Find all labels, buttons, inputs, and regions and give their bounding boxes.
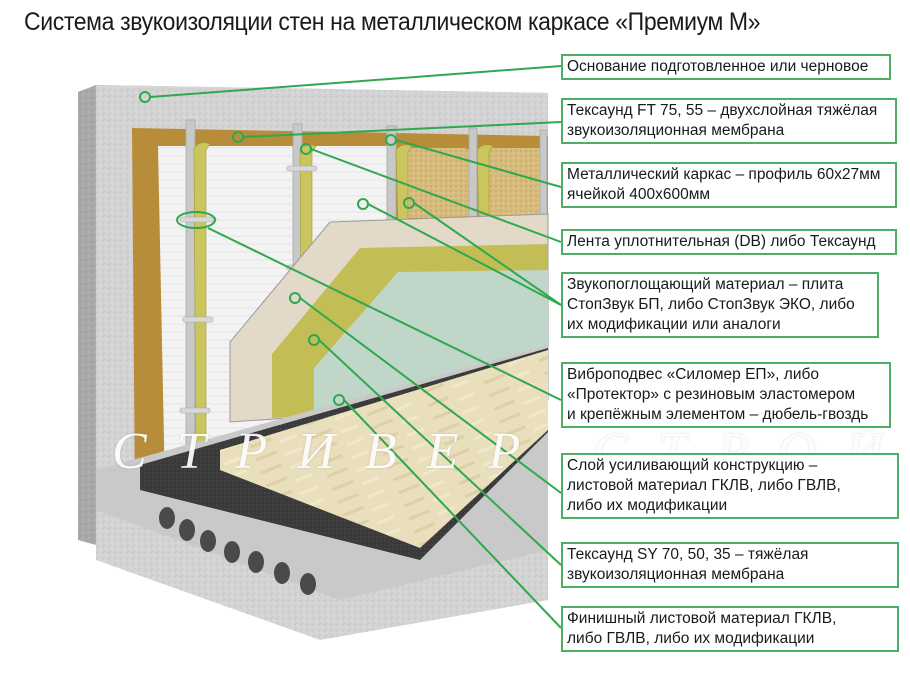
- label-metal-frame: Металлический каркас – профиль 60х27мм я…: [561, 162, 897, 208]
- label-line: Слой усиливающий конструкцию –: [567, 457, 818, 474]
- label-texound-sy: Тексаунд SY 70, 50, 35 – тяжёлая звукоиз…: [561, 542, 899, 588]
- label-line: Металлический каркас – профиль 60х27мм: [567, 166, 881, 183]
- label-line: Звукопоглощающий материал – плита: [567, 276, 844, 293]
- label-line: либо их модификации: [567, 497, 728, 514]
- label-line: СтопЗвук БП, либо СтопЗвук ЭКО, либо: [567, 296, 855, 313]
- label-finish-sheet: Финишный листовой материал ГКЛВ, либо ГВ…: [561, 606, 899, 652]
- label-line: их модификации или аналоги: [567, 316, 781, 333]
- label-vibro-hanger: Виброподвес «Силомер ЕП», либо «Протекто…: [561, 362, 891, 428]
- label-line: «Протектор» с резиновым эластомером: [567, 386, 856, 403]
- label-line: звукоизоляционная мембрана: [567, 122, 785, 139]
- label-line: Тексаунд SY 70, 50, 35 – тяжёлая: [567, 546, 809, 563]
- label-line: и крепёжным элементом – дюбель-гвоздь: [567, 406, 869, 423]
- diagram-title: Система звукоизоляции стен на металличес…: [24, 8, 761, 36]
- label-line: ячейкой 400х600мм: [567, 186, 711, 203]
- wood-floor: [220, 350, 548, 548]
- label-line: Виброподвес «Силомер ЕП», либо: [567, 366, 819, 383]
- label-line: Лента уплотнительная (DB) либо Тексаунд: [567, 233, 876, 250]
- label-line: либо ГВЛВ, либо их модификации: [567, 630, 815, 647]
- label-sealing-tape: Лента уплотнительная (DB) либо Тексаунд: [561, 229, 897, 255]
- label-line: звукоизоляционная мембрана: [567, 566, 785, 583]
- mineral-wool: [400, 148, 546, 218]
- label-reinforcing-layer: Слой усиливающий конструкцию – листовой …: [561, 453, 899, 519]
- label-line: листовой материал ГКЛВ, либо ГВЛВ,: [567, 477, 841, 494]
- label-absorber: Звукопоглощающий материал – плита СтопЗв…: [561, 272, 879, 338]
- label-line: Тексаунд FT 75, 55 – двухслойная тяжёлая: [567, 102, 878, 119]
- label-base: Основание подготовленное или черновое: [561, 54, 891, 80]
- label-line: Основание подготовленное или черновое: [567, 58, 869, 75]
- slab-holes: [159, 507, 316, 595]
- leader-lines: [139, 65, 562, 629]
- label-texound-ft: Тексаунд FT 75, 55 – двухслойная тяжёлая…: [561, 98, 897, 144]
- label-line: Финишный листовой материал ГКЛВ,: [567, 610, 837, 627]
